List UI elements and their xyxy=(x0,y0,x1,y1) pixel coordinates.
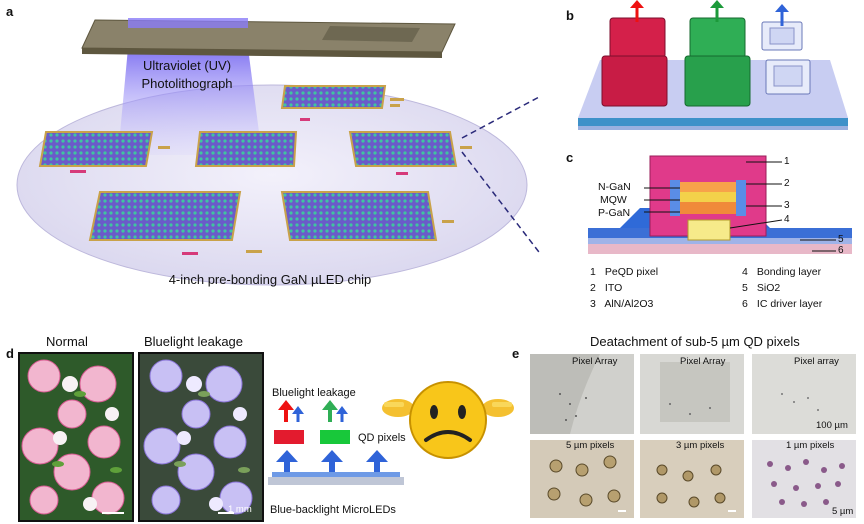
panel-c-letter: c xyxy=(566,150,574,165)
up-arrow-icon xyxy=(775,4,789,26)
layer-label-pgan: P-GaN xyxy=(598,207,631,219)
legend-num: 2 xyxy=(590,282,596,294)
green-qd-pixel xyxy=(320,430,350,444)
legend-num: 1 xyxy=(590,266,596,278)
legend-text: ITO xyxy=(604,282,623,294)
pixel-size-micrograph xyxy=(640,440,744,518)
panel-a-letter: a xyxy=(6,4,14,19)
green-qd-pixel xyxy=(684,55,751,107)
qd-pixel-schematic xyxy=(268,400,404,485)
up-arrow-icon xyxy=(276,450,298,472)
pixel-array-micrograph xyxy=(530,354,634,434)
uv-beam xyxy=(118,48,262,155)
up-arrow-icon xyxy=(336,406,348,422)
pointing-hand-icon xyxy=(482,399,514,417)
bonding-layer xyxy=(687,219,731,241)
legend-text: SiO2 xyxy=(756,282,781,294)
up-arrow-icon xyxy=(630,0,644,22)
scale-label-1mm: 1 mm xyxy=(228,504,252,515)
top-scale-label: 100 µm xyxy=(816,420,848,431)
qd-pixels-label: QD pixels xyxy=(358,432,406,444)
callout-2: 2 xyxy=(784,178,790,189)
green-qd-pixel xyxy=(689,17,746,59)
layer-label-ngan: N-GaN xyxy=(598,181,631,193)
leak-label: Bluelight leakage xyxy=(272,387,356,399)
layer-label-mqw: MQW xyxy=(600,194,627,206)
callout-3: 3 xyxy=(784,200,790,211)
red-qd-pixel xyxy=(609,17,666,59)
panel-b-pixel-illustration xyxy=(578,0,848,130)
bottom-label-2: 3 µm pixels xyxy=(676,440,725,451)
pointing-hand-icon xyxy=(382,399,414,417)
legend-text: AlN/Al2O3 xyxy=(604,298,654,310)
frown-emoji-icon xyxy=(382,381,514,459)
panel-a-wafer-illustration xyxy=(16,18,540,286)
chip xyxy=(348,131,458,167)
legend-num: 6 xyxy=(742,298,748,310)
pixel-size-micrograph xyxy=(752,440,856,518)
up-arrow-icon xyxy=(278,400,294,422)
legend-num: 3 xyxy=(590,298,596,310)
panel-d-letter: d xyxy=(6,346,14,361)
panel-c-cross-section xyxy=(588,155,852,254)
pixel-size-micrograph xyxy=(530,440,634,518)
panel-c-legend-left: 1 PeQD pixel 2 ITO 3 AlN/Al2O3 xyxy=(590,264,730,312)
wafer-caption: 4-inch pre-bonding GaN µLED chip xyxy=(168,272,372,287)
uv-label-line2: Photolithograph xyxy=(141,76,233,91)
up-arrow-icon xyxy=(321,450,343,472)
top-label-1: Pixel Array xyxy=(572,356,618,367)
pixel-array-micrograph xyxy=(640,354,744,434)
chip xyxy=(280,85,387,109)
bottom-label-3: 1 µm pixels xyxy=(786,440,835,451)
bottom-scale-label: 5 µm xyxy=(832,506,854,517)
legend-num: 5 xyxy=(742,282,748,294)
panel-e-letter: e xyxy=(512,346,520,361)
legend-text: IC driver layer xyxy=(756,298,823,310)
bluelight-leak-flower-photo xyxy=(138,352,264,522)
legend-num: 4 xyxy=(742,266,748,278)
chip xyxy=(38,131,154,167)
up-arrow-icon xyxy=(710,0,724,22)
red-qd-pixel xyxy=(274,430,304,444)
uv-label-line1: Ultraviolet (UV) xyxy=(142,58,232,73)
callout-4: 4 xyxy=(784,214,790,225)
panel-e-title: Deatachment of sub-5 µm QD pixels xyxy=(590,334,800,349)
up-arrow-icon xyxy=(322,400,338,422)
legend-text: Bonding layer xyxy=(756,266,822,278)
red-qd-pixel xyxy=(601,55,668,107)
up-arrow-icon xyxy=(366,450,388,472)
chip-array xyxy=(38,85,458,241)
chip xyxy=(88,191,242,241)
callout-6: 6 xyxy=(838,245,844,256)
top-label-2: Pixel Array xyxy=(680,356,726,367)
normal-flower-photo xyxy=(18,352,134,522)
uv-label: Ultraviolet (UV) Photolithograph xyxy=(122,57,252,93)
chip xyxy=(194,131,298,167)
panel-c-legend-right: 4 Bonding layer 5 SiO2 6 IC driver layer xyxy=(742,264,862,312)
legend-text: PeQD pixel xyxy=(604,266,659,278)
wafer-disc xyxy=(16,84,528,286)
callout-5: 5 xyxy=(838,234,844,245)
leak-title: Bluelight leakage xyxy=(144,334,244,349)
panel-b-letter: b xyxy=(566,8,574,23)
callout-1: 1 xyxy=(784,156,790,167)
top-label-3: Pixel array xyxy=(794,356,839,367)
pixel-array-micrograph xyxy=(752,354,856,434)
up-arrow-icon xyxy=(292,406,304,422)
backlight-label: Blue-backlight MicroLEDs xyxy=(270,504,396,516)
chip xyxy=(280,191,438,241)
normal-title: Normal xyxy=(46,334,88,349)
bottom-label-1: 5 µm pixels xyxy=(566,440,615,451)
